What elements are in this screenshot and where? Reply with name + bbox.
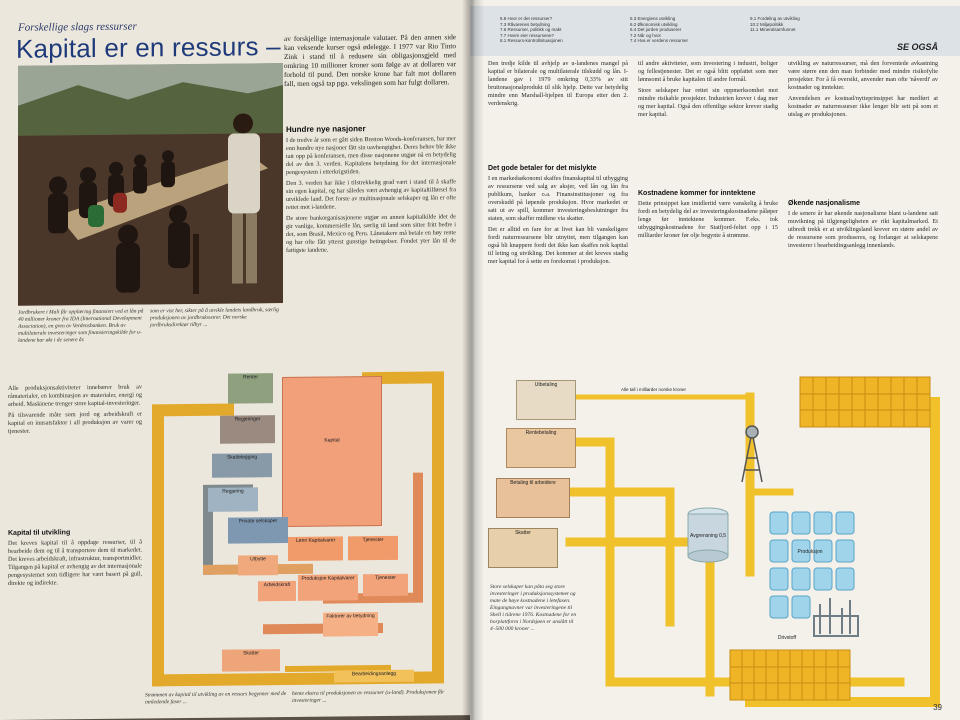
see-also-label: SE OGSÅ	[896, 42, 938, 52]
production-cylinders	[769, 511, 855, 619]
cross-reference-bar: 6.8 Hvor er det ressurser? 7.3 Råvarenes…	[470, 6, 960, 56]
heading-kapital-til-utvikling: Kapital til utvikling	[8, 529, 71, 537]
paragraph: Store selskaper har rettet sin oppmerkso…	[638, 87, 778, 118]
box-regjering: Regjering	[208, 487, 258, 512]
body-column-middle: I de tredve år som er gått siden Bretton…	[286, 135, 456, 367]
box-private-selskaper: Private selskaper	[228, 516, 288, 544]
photo-illustration	[18, 63, 283, 306]
right-page: 6.8 Hvor er det ressurser? 7.3 Råvarenes…	[470, 0, 960, 720]
heading-okende-nasjonalisme: Økende nasjonalisme	[788, 200, 860, 207]
nav-link[interactable]: 7.2 Når og hvor	[630, 32, 662, 38]
box-tjenester: Tjenester	[348, 535, 398, 561]
nav-link[interactable]: 6.2 Økonomisk utvikling	[630, 21, 678, 27]
box-skattelegging: Skattelegging	[212, 453, 272, 478]
page-title: Kapital er en ressurs –	[16, 31, 281, 64]
box-arbeidskraft: Arbeidskraft	[258, 580, 296, 602]
oil-tanks	[687, 507, 729, 563]
paragraph: Den 3. verden har ikke i tilstrekkelig g…	[286, 178, 456, 212]
body-column-left: Alle produksjonsaktiviteter innebærer br…	[8, 384, 142, 520]
heading-kostnadene: Kostnadene kommer for inntektene	[638, 190, 756, 197]
nav-column-1: 6.8 Hvor er det ressurser? 7.3 Råvarenes…	[500, 16, 563, 44]
gold-bars-bottom	[729, 649, 851, 701]
box-regjeringer: Regjeringer	[220, 415, 275, 444]
building-rentebetaling: Rentebetaling	[506, 428, 576, 468]
investment-flow-diagram: Utbetaling Rentebetaling Betaling til ar…	[480, 372, 950, 712]
paragraph: Alle produksjonsaktiviteter innebærer br…	[8, 383, 142, 408]
photo-caption-1: Jordbrukere i Mali får opplæring finansi…	[18, 308, 144, 344]
paragraph: I de senere år har økende nasjonalisme b…	[788, 210, 938, 249]
nav-link[interactable]: 6.8 Hvor er det ressurser?	[500, 16, 553, 21]
building-label: Rentebetaling	[525, 430, 557, 436]
body-column-r3-b: Økende nasjonalisme I de senere år har ø…	[788, 195, 938, 375]
heading-hundre-nye-nasjoner: Hundre nye nasjoner	[286, 124, 366, 135]
body-column-r1-b: Det gode betaler for det mislykte I en m…	[488, 160, 628, 375]
fuel-label: Drivstoff	[777, 635, 797, 641]
body-column-r1: Den tredje kilde til avhjelp av u-landen…	[488, 60, 628, 160]
paragraph: Det er alltid en fare for at livet kan b…	[488, 226, 628, 265]
building-skatter: Skatter	[488, 528, 558, 568]
nav-link[interactable]: 9.1 Fordeling av utvikling	[750, 16, 800, 21]
gold-bars-top	[799, 376, 931, 428]
body-column-r3: utvikling av naturressurser, må den forv…	[788, 60, 938, 190]
capital-flow-diagram: Renter Regjeringer Skattelegging Kapital…	[148, 367, 458, 690]
building-label: Betaling til arbeidere	[510, 480, 556, 486]
paragraph: Anvendelsen av kostnad/nytteprinsippet h…	[788, 95, 938, 118]
nav-link[interactable]: 7.3 Råvarenes betydning	[500, 21, 551, 27]
building-utbetaling: Utbetaling	[516, 380, 576, 420]
paragraph: utvikling av naturressurser, må den forv…	[788, 60, 938, 91]
nav-link[interactable]: 6.4 Det jorden produserer	[630, 27, 682, 32]
refinery	[813, 598, 859, 637]
paragraph: Dette prinsippet kan imidlertid være van…	[638, 200, 778, 239]
paragraph: På tilsvarende måte som jord og arbeidsk…	[8, 410, 142, 435]
body-column-left-2: Kapital til utvikling Det kreves kapital…	[8, 524, 142, 715]
tank-label: Avgrensning 0,5	[689, 533, 727, 539]
page-number: 39	[933, 703, 942, 712]
nav-column-3: 9.1 Fordeling av utvikling 10.2 Miljøpol…	[750, 16, 800, 33]
photo-caption-2: som er vist her, sikter på å utvikle lan…	[150, 307, 279, 329]
paragraph: Det kreves kapital til å oppdage ressurs…	[8, 538, 142, 587]
diagram-caption-left-2: hente ekstra til produksjonen av ressurs…	[292, 689, 445, 704]
box-tjenester-2: Tjenester	[363, 573, 408, 597]
left-page: Forskellige slags ressurser Kapital er e…	[0, 0, 470, 720]
diagram-caption-right: Store selskaper kan påta seg store inves…	[490, 584, 577, 632]
diagram-caption-left: Strømmen av kapital til utvikling av en …	[145, 691, 287, 706]
building-betaling-arbeidere: Betaling til arbeidere	[496, 478, 570, 518]
nav-link[interactable]: 7.6 Ressurser, politikk og makt	[500, 27, 562, 32]
body-column-r2: til andre aktiviteter, som investering i…	[638, 60, 778, 170]
nav-link[interactable]: 11.1 Mineralsamfunnet	[750, 27, 796, 32]
box-produksjon-kapitalvarer: Produksjon Kapitalvarer	[298, 574, 358, 601]
box-bearbeidingsanlegg: Bearbeidingsanlegg	[334, 669, 414, 683]
box-kapital: Kapital	[282, 375, 382, 528]
nav-link[interactable]: 10.2 Miljøpolitikk	[750, 21, 784, 27]
paragraph: Den tredje kilde til avhjelp av u-landen…	[488, 60, 628, 107]
nav-link[interactable]: 5.3 Energiens utvikling	[630, 16, 676, 21]
box-faktorer: Faktorer av betydning	[323, 612, 378, 637]
nav-link[interactable]: 7.4 Hva er verdens ressurser	[630, 38, 689, 43]
diagram-units-label: Alle tall i milliarder norske kroner	[621, 387, 687, 392]
paragraph: De store bankorganisasjonene utgjør en a…	[286, 213, 456, 255]
oil-derrick	[741, 425, 763, 483]
box-renter: Renter	[228, 373, 273, 404]
paragraph: til andre aktiviteter, som investering i…	[638, 60, 778, 83]
building-label: Utbetaling	[534, 382, 558, 388]
intro-paragraph: av forskjellige internasjonale valutaer.…	[284, 33, 456, 89]
paragraph: I en markedsøkonomi skaffes finanskapita…	[488, 175, 628, 222]
nav-column-2: 5.3 Energiens utvikling 6.2 Økonomisk ut…	[630, 16, 688, 44]
investment-flow-pipes	[557, 376, 940, 707]
nav-link[interactable]: 7.7 Hvem eier ressursene?	[500, 32, 555, 38]
production-label: Produksjon	[797, 549, 823, 555]
heading-det-gode-betaler: Det gode betaler for det mislykte	[488, 165, 597, 172]
book-gutter	[462, 0, 484, 720]
nav-link[interactable]: 8.1 Ressurs-kontrollsituasjonen	[500, 38, 563, 43]
box-skatter: Skatter	[222, 649, 280, 672]
paragraph: I de tredve år som er gått siden Bretton…	[286, 135, 456, 177]
box-lonn-kapitalvarer: Lønn Kapitalvarer	[288, 536, 343, 561]
photo-meeting	[18, 63, 283, 306]
building-label: Skatter	[515, 530, 531, 536]
body-column-r2-b: Kostnadene kommer for inntektene Dette p…	[638, 185, 778, 375]
box-utbytte: Utbytte	[238, 555, 278, 576]
